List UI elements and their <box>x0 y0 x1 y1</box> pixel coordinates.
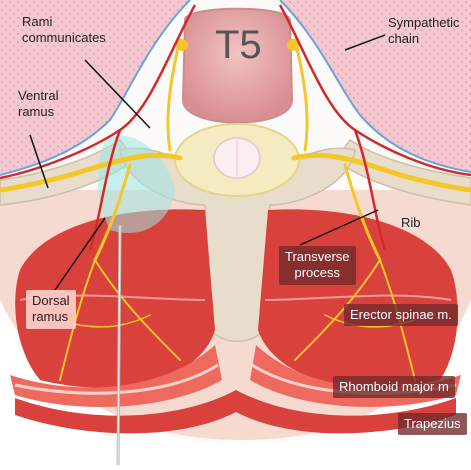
dorsal-ramus-line1: Dorsal <box>32 293 70 309</box>
ventral-ramus-line1: Ventral <box>18 88 58 104</box>
trapezius-label: Trapezius <box>398 413 467 435</box>
rhomboid-major-label: Rhomboid major m <box>333 376 455 398</box>
vertebra-label: T5 <box>215 20 262 70</box>
sympathetic-chain-line1: Sympathetic <box>388 15 460 31</box>
sympathetic-chain-line2: chain <box>388 31 460 47</box>
erector-spinae-label: Erector spinae m. <box>344 304 458 326</box>
transverse-process-line2: process <box>285 265 350 281</box>
dorsal-ramus-label: Dorsal ramus <box>26 290 76 329</box>
ventral-ramus-line2: ramus <box>18 104 58 120</box>
sympathetic-chain-label: Sympathetic chain <box>388 15 460 48</box>
rib-label: Rib <box>401 215 421 231</box>
rami-communicates-line1: Rami <box>22 14 106 30</box>
rami-communicates-line2: communicates <box>22 30 106 46</box>
ventral-ramus-label: Ventral ramus <box>18 88 58 121</box>
transverse-process-line1: Transverse <box>285 249 350 265</box>
transverse-process-label: Transverse process <box>279 246 356 285</box>
dorsal-ramus-line2: ramus <box>32 309 70 325</box>
rami-communicates-label: Rami communicates <box>22 14 106 47</box>
